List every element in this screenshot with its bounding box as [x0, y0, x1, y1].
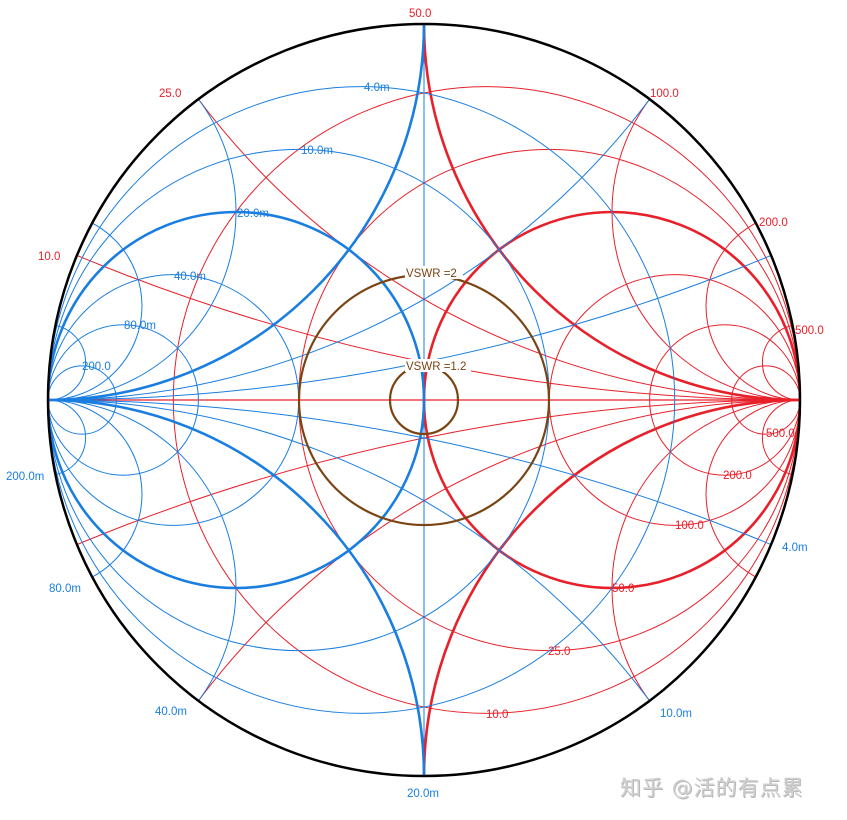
label-imp-25-lower: 25.0 [548, 646, 570, 658]
conductance-circle [48, 86, 676, 714]
reactance-arc [705, 399, 800, 589]
label-adm-200m-lower: 200.0m [6, 471, 44, 483]
label-imp-50-lower: 50.0 [612, 583, 634, 595]
reactance-arc [422, 24, 800, 402]
label-imp-10-lower: 10.0 [486, 709, 508, 721]
label-imp-200: 200.0 [759, 217, 788, 229]
label-vswr-2: VSWR =2 [406, 268, 457, 280]
label-adm-80m-upper: 80.0m [124, 320, 156, 332]
resistance-circle [172, 86, 800, 714]
vswr-labels: VSWR =2 VSWR =1.2 [405, 266, 471, 373]
label-adm-20m-upper: 20.0m [237, 208, 269, 220]
conductance-circle [48, 365, 117, 435]
label-adm-4m-upper: 4.0m [364, 82, 390, 94]
label-adm-10m-upper: 10.0m [301, 145, 333, 157]
label-imp-100: 100.0 [650, 88, 679, 100]
label-imp-500-lower: 500.0 [766, 428, 795, 440]
label-adm-40m-upper: 40.0m [174, 271, 206, 283]
susceptance-arc [48, 399, 237, 776]
reactance-arc [761, 399, 800, 476]
susceptance-arc [48, 398, 426, 776]
label-adm-20m-bottom: 20.0m [407, 788, 439, 800]
susceptance-arc [48, 399, 87, 476]
reactance-arc [611, 399, 800, 776]
label-adm-80m-lower: 80.0m [49, 583, 81, 595]
impedance-labels: 50.0 25.0 100.0 10.0 200.0 500.0 500.0 2… [38, 8, 824, 721]
label-imp-25: 25.0 [159, 88, 181, 100]
susceptance-arc [48, 211, 143, 401]
label-imp-500-upper: 500.0 [795, 325, 824, 337]
watermark: 知乎 @活的有点累 [620, 776, 804, 800]
label-imp-100-lower: 100.0 [675, 520, 704, 532]
label-adm-40m-lower: 40.0m [155, 706, 187, 718]
susceptance-arc [48, 399, 800, 776]
reactance-arc [705, 211, 800, 401]
reactance-arc [48, 399, 800, 776]
unit-circle-boundary [46, 22, 802, 778]
susceptance-arc [48, 324, 87, 401]
label-imp-10: 10.0 [38, 251, 60, 263]
conductance-circle [48, 324, 199, 476]
admittance-labels: 4.0m 10.0m 20.0m 40.0m 80.0m 200.0 200.0… [6, 82, 808, 800]
label-imp-200-lower: 200.0 [723, 470, 752, 482]
susceptance-arc [48, 399, 143, 589]
susceptance-arc [48, 24, 237, 401]
label-adm-4m-lower: 4.0m [782, 542, 808, 554]
label-adm-10m-lower: 10.0m [660, 708, 692, 720]
label-adm-200-upper: 200.0 [82, 361, 111, 373]
reactance-arc [761, 324, 800, 401]
reactance-arc [611, 24, 800, 401]
label-vswr-1-2: VSWR =1.2 [406, 361, 466, 373]
label-imp-50-top: 50.0 [409, 8, 431, 20]
